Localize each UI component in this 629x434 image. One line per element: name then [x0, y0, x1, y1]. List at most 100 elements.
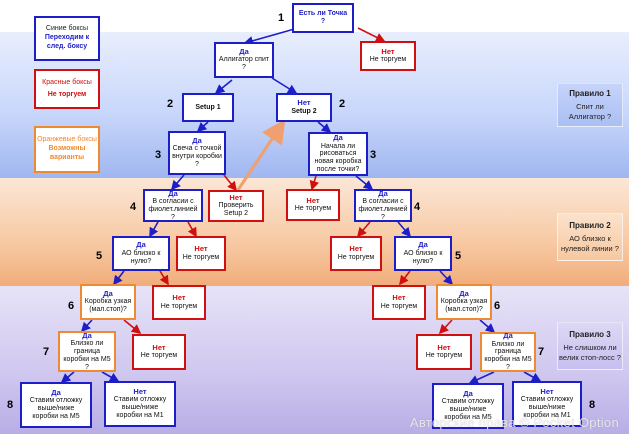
node-body: Setup 1 — [195, 103, 221, 111]
node-body: АО близко к нулю? — [121, 249, 161, 265]
node-head: Нет — [437, 342, 451, 352]
node-ao-near-zero-left: Да АО близко к нулю? — [112, 236, 170, 271]
rule-3-title: Правило 3 — [569, 329, 611, 339]
node-head: Да — [51, 388, 61, 398]
arrow-ao-r-no — [399, 270, 411, 286]
node-setup-2: Нет Setup 2 — [276, 93, 332, 122]
rule-2: Правило 2 АО близко к нулевой линии ? — [557, 213, 623, 261]
node-head: Да — [418, 240, 428, 250]
node-body: Не торгуем — [425, 352, 463, 360]
node-candle-inside-box: Да Свеча с точкой внутри коробки ? — [168, 131, 226, 175]
node-head: Нет — [297, 98, 311, 108]
step-number: 1 — [278, 12, 285, 24]
node-body: Ставим отложку выше/ниже коробки на М1 — [520, 396, 574, 420]
node-head: Нет — [229, 192, 243, 202]
node-alligator-sleeps: Да Аллигатор спит ? — [214, 42, 274, 78]
node-head: Нет — [540, 387, 554, 397]
node-body: Ставим отложку выше/ниже коробки на М1 — [113, 396, 167, 420]
node-head: Нет — [194, 244, 208, 254]
node-head: Нет — [306, 195, 320, 205]
node-body: Не торгуем — [160, 302, 198, 310]
arrow-alligator-setup2 — [271, 77, 298, 94]
arrow-root-yes — [243, 27, 299, 46]
node-body: Не торгуем — [294, 205, 332, 213]
node-new-box-started: Да Начала ли рисоваться новая коробка по… — [308, 132, 368, 176]
legend-blue-title: Синие боксы — [45, 25, 89, 33]
node-order-m5-left: Да Ставим отложку выше/ниже коробки на М… — [20, 382, 92, 428]
step-number: 5 — [455, 250, 462, 262]
node-body: В согласии с фиолет.линией ? — [358, 197, 408, 221]
rule-1-text: Спит ли Аллигатор ? — [568, 101, 612, 121]
node-no-trade: Нет Не торгуем — [372, 285, 426, 320]
legend-blue: Синие боксы Переходим к след. боксу — [34, 16, 100, 61]
node-no-trade: Нет Не торгуем — [330, 236, 382, 271]
legend-red-text: Не торгуем — [47, 90, 87, 98]
step-number: 3 — [155, 149, 162, 161]
node-m5-border-left: Да Близко ли граница коробки на М5 ? — [58, 331, 116, 372]
node-body: Есть ли Точка ? — [298, 10, 348, 25]
node-head: Нет — [349, 244, 363, 254]
node-head: Да — [168, 188, 178, 198]
arrow-alligator-setup1 — [214, 79, 233, 95]
node-narrow-box-right: Да Коробка узкая (мал.стоп)? — [436, 284, 492, 320]
node-no-trade: Нет Не торгуем — [176, 236, 226, 271]
node-body: Аллигатор спит ? — [218, 56, 270, 72]
node-no-trade: Нет Не торгуем — [416, 334, 472, 370]
node-body: Setup 2 — [291, 107, 317, 115]
node-ao-near-zero-right: Да АО близко к нулю? — [394, 236, 452, 271]
node-head: Да — [333, 133, 343, 143]
legend-red: Красные боксы Не торгуем — [34, 69, 100, 109]
arrow-ao-l-narrow — [113, 270, 125, 286]
arrow-setup2-newbox — [317, 121, 332, 134]
step-number: 2 — [339, 98, 346, 110]
node-body: Ставим отложку выше/ниже коробки на М5 — [29, 397, 83, 421]
arrow-setup1-candle — [196, 121, 209, 133]
rule-2-text: АО близко к нулевой линии ? — [561, 233, 619, 253]
node-head: Да — [136, 240, 146, 250]
arrow-candle-purple — [170, 174, 185, 191]
legend-orange-text: Возможны варианты — [48, 145, 86, 161]
step-number: 5 — [96, 250, 103, 262]
node-body: Свеча с точкой внутри коробки ? — [172, 145, 222, 169]
step-number: 6 — [494, 300, 501, 312]
arrow-ao-r-narrow — [439, 270, 454, 286]
arrow-narrow-r-m5 — [479, 319, 496, 334]
legend-orange-title: Оранжевые боксы — [37, 136, 97, 144]
arrow-narrow-l-no — [123, 319, 142, 335]
node-body: Ставим отложку выше/ниже коробки на М5 — [441, 398, 495, 422]
node-body: Не торгуем — [140, 352, 178, 360]
legend-red-title: Красные боксы — [42, 78, 92, 86]
node-head: Да — [463, 389, 473, 399]
step-number: 2 — [167, 98, 174, 110]
step-number: 4 — [130, 201, 137, 213]
step-number: 6 — [68, 300, 75, 312]
rule-2-title: Правило 2 — [569, 220, 611, 230]
arrow-m5-l-yes — [60, 371, 75, 384]
node-m5-border-right: Да Близко ли граница коробки на М5 ? — [480, 331, 536, 372]
node-body: АО близко к нулю? — [403, 249, 443, 265]
node-narrow-box-left: Да Коробка узкая (мал.стоп)? — [80, 284, 136, 320]
arrow-candle-check — [223, 174, 237, 192]
node-setup-1: Setup 1 — [182, 93, 234, 122]
node-body: Близко ли граница коробки на М5 ? — [484, 340, 532, 372]
step-number: 4 — [414, 201, 421, 213]
node-head: Нет — [172, 293, 186, 303]
node-body: Не торгуем — [337, 253, 375, 261]
node-body: Коробка узкая (мал.стоп)? — [440, 298, 488, 314]
node-body: Не торгуем — [380, 302, 418, 310]
node-head: Да — [103, 288, 113, 298]
step-number: 8 — [7, 399, 14, 411]
arrow-newbox-no — [309, 175, 319, 191]
rule-1-title: Правило 1 — [569, 88, 611, 98]
arrow-check-setup2 — [236, 119, 286, 191]
step-number: 7 — [43, 346, 50, 358]
node-body: В согласии с фиолет.линией ? — [148, 197, 198, 221]
node-purple-line-left: Да В согласии с фиолет.линией ? — [143, 189, 203, 222]
arrow-purple-l-no — [187, 221, 197, 238]
arrow-m5-r-yes — [468, 371, 495, 385]
node-head: Нет — [152, 342, 166, 352]
node-head: Да — [82, 330, 92, 340]
node-body: Коробка узкая (мал.стоп)? — [84, 298, 132, 314]
node-head: Да — [378, 188, 388, 198]
arrow-purple-l-ao — [149, 221, 159, 238]
